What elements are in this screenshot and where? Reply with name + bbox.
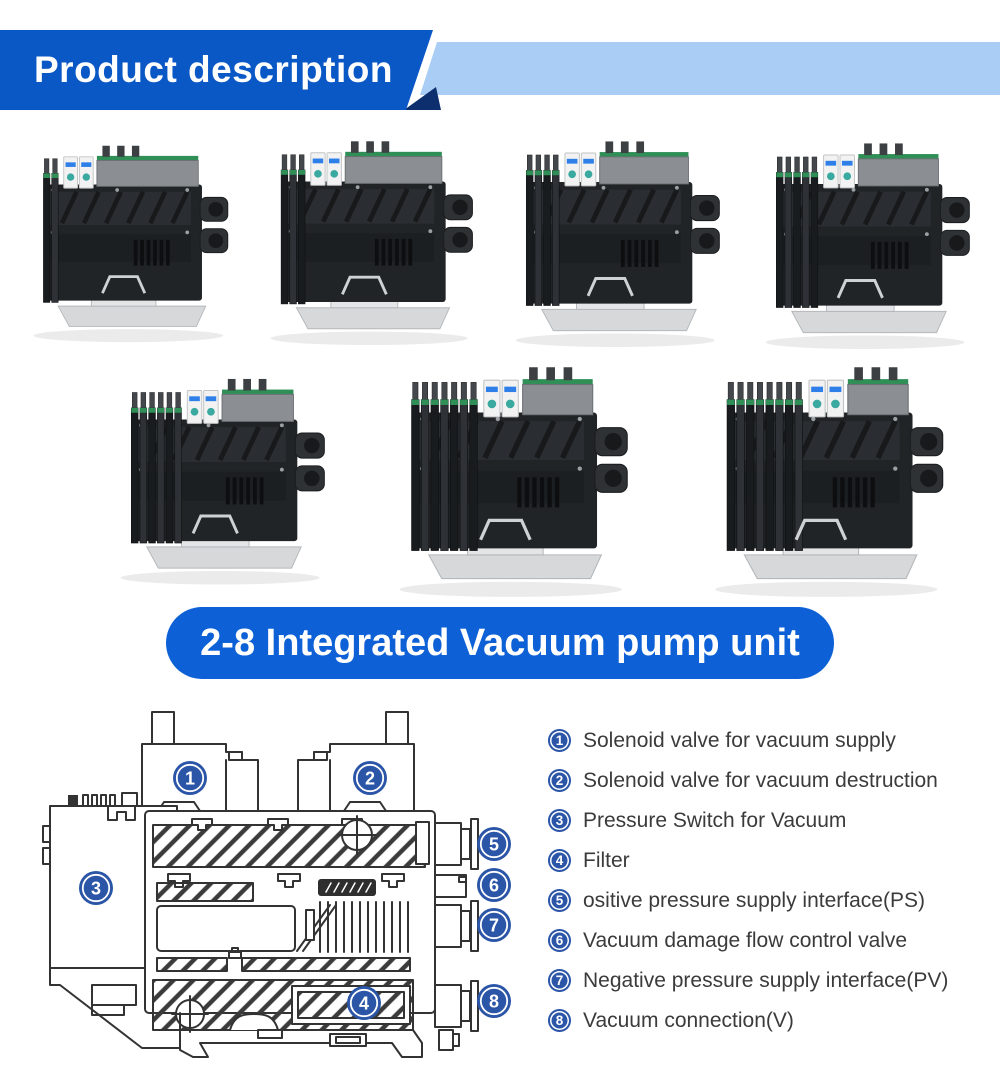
legend-row: 4 Filter bbox=[548, 848, 1000, 873]
legend-row: 8 Vacuum connection(V) bbox=[548, 1008, 1000, 1033]
svg-text:5: 5 bbox=[489, 834, 499, 854]
legend-label: Vacuum connection(V) bbox=[583, 1008, 794, 1032]
header-banner-shape bbox=[0, 30, 433, 110]
legend-number-badge: 3 bbox=[548, 809, 571, 832]
diagram-callout-2: 2 bbox=[353, 761, 387, 795]
product-image-3-station bbox=[262, 126, 482, 346]
product-image-2-station bbox=[25, 128, 237, 346]
legend-label: Pressure Switch for Vacuum bbox=[583, 808, 847, 832]
product-image-5-station bbox=[748, 128, 988, 350]
svg-text:8: 8 bbox=[489, 991, 499, 1011]
product-gallery bbox=[0, 112, 1000, 604]
header-light-band bbox=[420, 42, 1000, 95]
product-image-6-station bbox=[112, 352, 334, 597]
legend-label: Negative pressure supply interface(PV) bbox=[583, 968, 949, 992]
legend-row: 1 Solenoid valve for vacuum supply bbox=[548, 728, 1000, 753]
svg-text:1: 1 bbox=[185, 768, 195, 788]
product-image-4-station bbox=[502, 126, 734, 348]
diagram-callout-4: 4 bbox=[347, 986, 381, 1020]
diagram-main-body bbox=[144, 810, 436, 1033]
diagram-valve-2 bbox=[297, 711, 415, 812]
legend-number-badge: 5 bbox=[548, 889, 571, 912]
page-title: Product description bbox=[34, 49, 393, 90]
legend-number-badge: 7 bbox=[548, 969, 571, 992]
diagram-callout-5: 5 bbox=[477, 827, 511, 861]
svg-text:3: 3 bbox=[91, 878, 101, 898]
legend-label: Vacuum damage flow control valve bbox=[583, 928, 908, 952]
diagram-valve-1 bbox=[141, 711, 259, 812]
svg-text:2: 2 bbox=[365, 768, 375, 788]
diagram-callout-8: 8 bbox=[477, 984, 511, 1018]
diagram-callout-7: 7 bbox=[477, 908, 511, 942]
header-fold-triangle bbox=[404, 87, 441, 110]
diagram-callout-1: 1 bbox=[173, 761, 207, 795]
legend-number-badge: 1 bbox=[548, 729, 571, 752]
legend-label: Solenoid valve for vacuum supply bbox=[583, 728, 896, 752]
legend-label: Solenoid valve for vacuum destruction bbox=[583, 768, 938, 792]
diagram-din-rail bbox=[179, 1012, 423, 1058]
legend-row: 5 ositive pressure supply interface(PS) bbox=[548, 888, 1000, 913]
diagram-ports bbox=[434, 818, 479, 1051]
legend-row: 6 Vacuum damage flow control valve bbox=[548, 928, 1000, 953]
legend-label: ositive pressure supply interface(PS) bbox=[583, 888, 925, 912]
legend-number-badge: 8 bbox=[548, 1009, 571, 1032]
technical-diagram: 1 2 3 4 5 6 7 8 bbox=[42, 711, 511, 1058]
legend-number-badge: 2 bbox=[548, 769, 571, 792]
diagram-callouts: 1 2 3 4 5 6 7 8 bbox=[79, 761, 511, 1020]
legend-row: 2 Solenoid valve for vacuum destruction bbox=[548, 768, 1000, 793]
legend-number-badge: 6 bbox=[548, 929, 571, 952]
legend-row: 3 Pressure Switch for Vacuum bbox=[548, 808, 1000, 833]
legend-label: Filter bbox=[583, 848, 630, 872]
svg-text:7: 7 bbox=[489, 915, 499, 935]
legend: 1 Solenoid valve for vacuum supply 2 Sol… bbox=[548, 728, 1000, 1033]
legend-row: 7 Negative pressure supply interface(PV) bbox=[548, 968, 1000, 993]
diagram-callout-3: 3 bbox=[79, 871, 113, 905]
svg-text:6: 6 bbox=[489, 875, 499, 895]
svg-text:4: 4 bbox=[359, 993, 369, 1013]
section-banner: 2-8 Integrated Vacuum pump unit bbox=[166, 607, 834, 679]
product-image-7-station bbox=[385, 350, 643, 598]
product-image-8-station bbox=[672, 350, 987, 598]
legend-number-badge: 4 bbox=[548, 849, 571, 872]
diagram-callout-6: 6 bbox=[477, 868, 511, 902]
header-ribbon bbox=[0, 30, 1000, 110]
